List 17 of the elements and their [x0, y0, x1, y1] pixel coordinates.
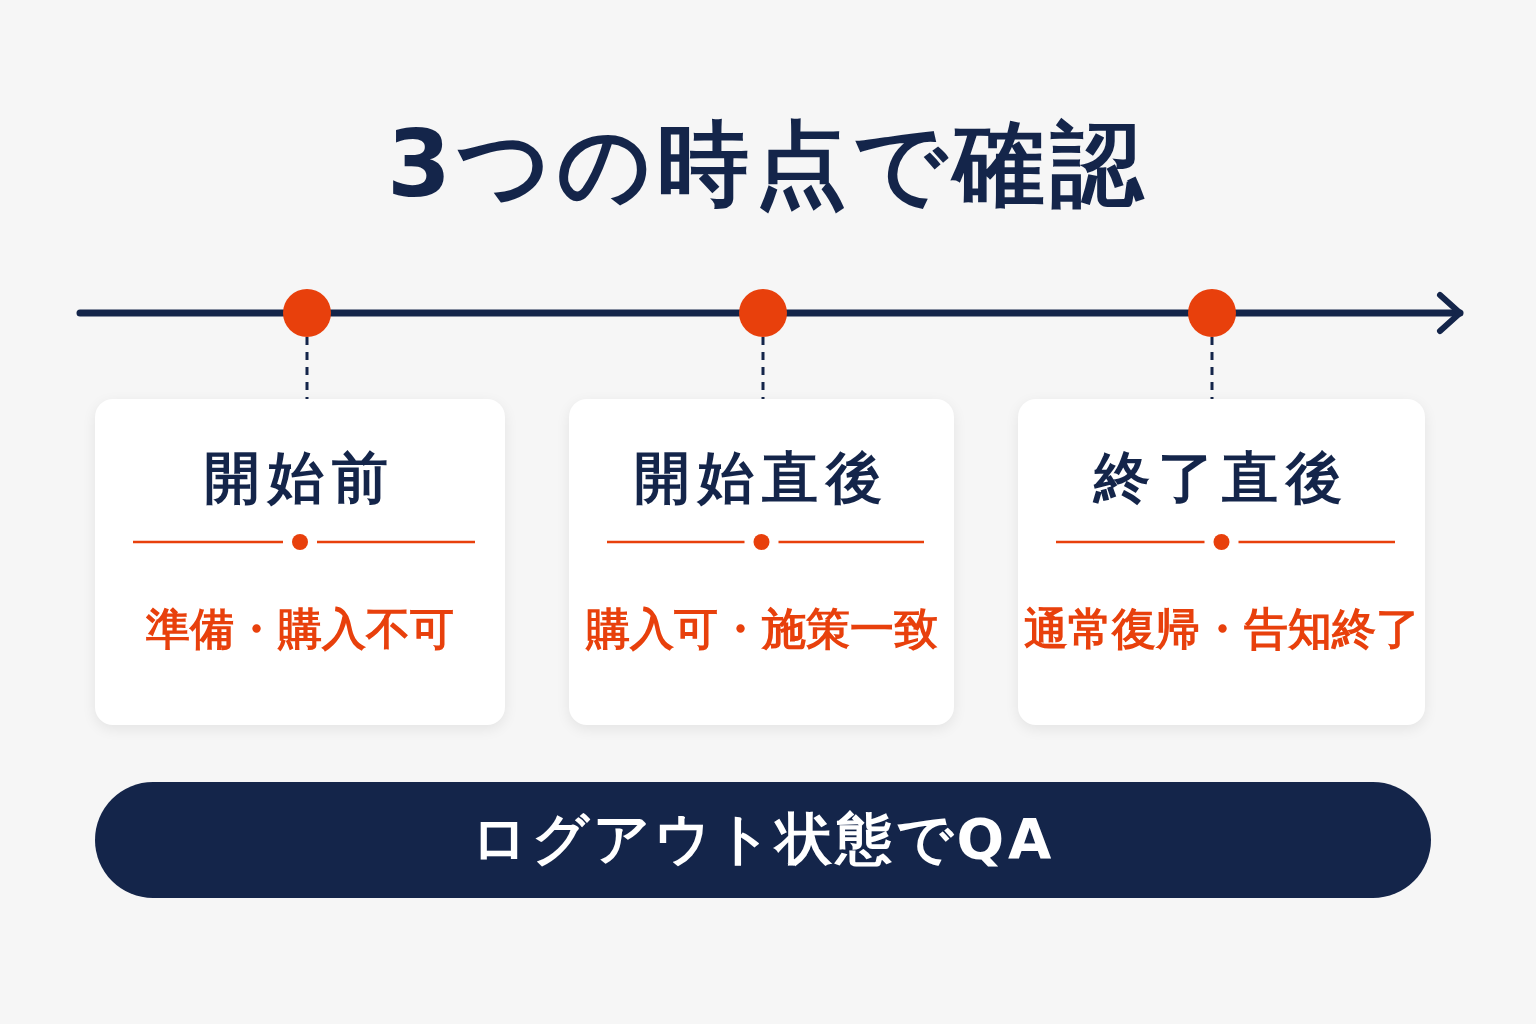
- timeline-dot: [1188, 289, 1236, 337]
- dashed-connector: [1210, 337, 1214, 399]
- dashed-connector: [305, 337, 309, 399]
- card-heading: 終了直後: [1092, 444, 1351, 512]
- diagram-title: 3つの時点で確認: [386, 110, 1150, 220]
- timeline-dot: [283, 289, 331, 337]
- card-heading: 開始直後: [632, 444, 891, 512]
- card-subtitle: 準備・購入不可: [145, 602, 455, 656]
- card: [569, 399, 954, 725]
- card: [1018, 399, 1425, 725]
- card: [95, 399, 505, 725]
- card-subtitle: 購入可・施策一致: [584, 602, 939, 656]
- timeline-dot: [739, 289, 787, 337]
- dashed-connector: [761, 337, 765, 399]
- card-subtitle: 通常復帰・告知終了: [1022, 602, 1421, 656]
- banner-text: ログアウト状態でQA: [470, 805, 1056, 873]
- card-heading: 開始前: [203, 444, 397, 512]
